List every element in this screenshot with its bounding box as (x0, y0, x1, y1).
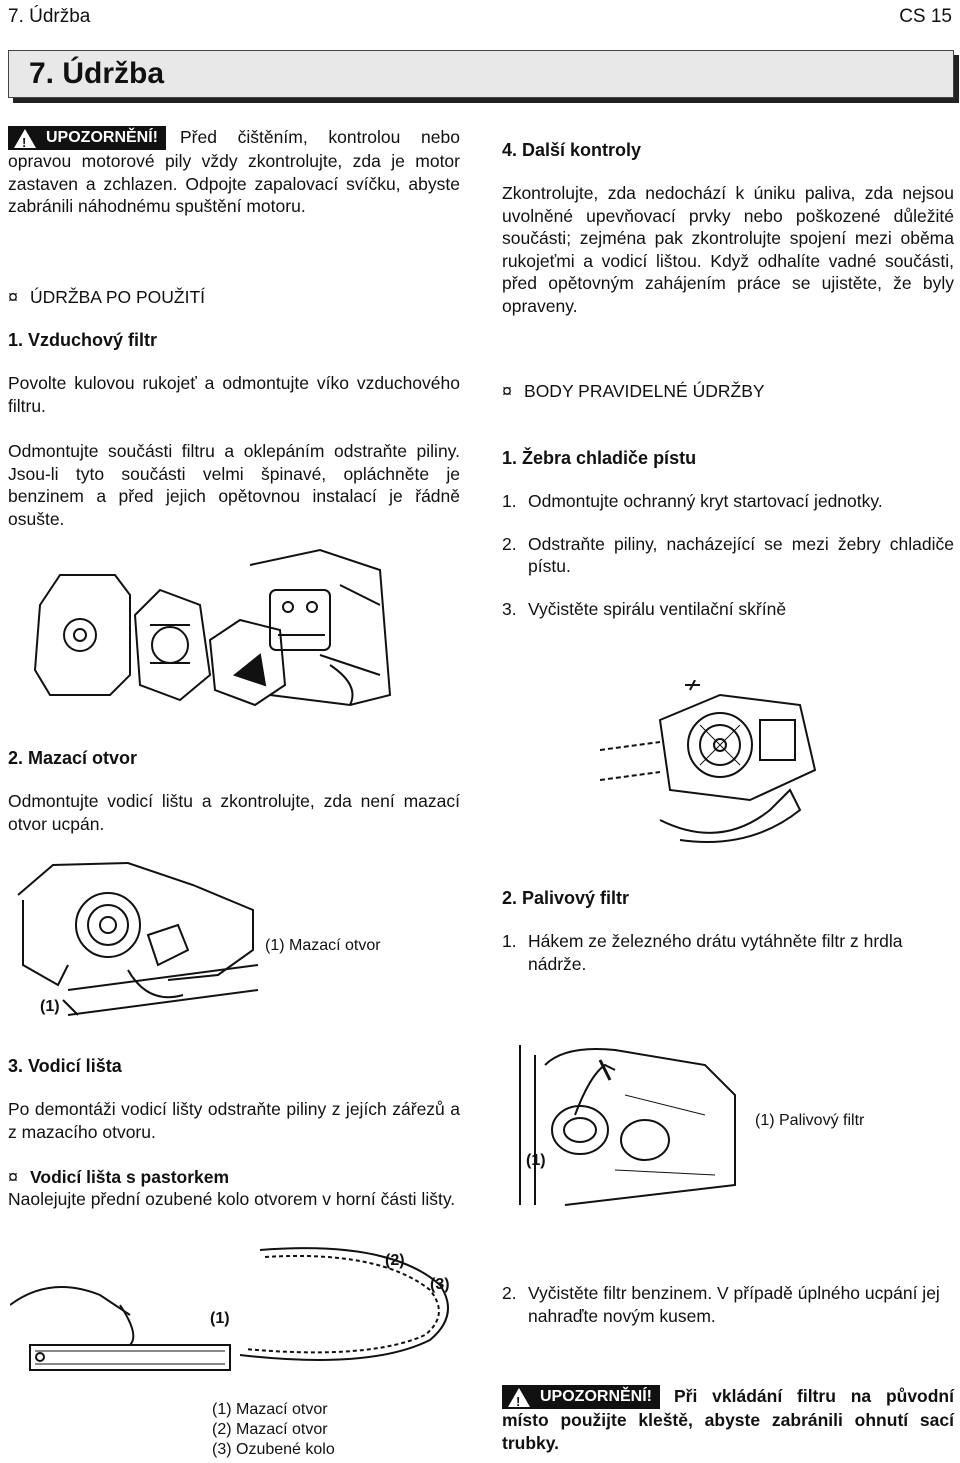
fuel-filter-step-1: 1.Hákem ze železného drátu vytáhněte fil… (502, 931, 903, 974)
running-header-right: CS 15 (899, 6, 952, 27)
fuel-filter-heading: 2. Palivový filtr (502, 888, 630, 908)
guide-bar-paragraph-2: Naolejujte přední ozubené kolo otvorem v… (8, 1189, 456, 1209)
warning-paragraph: !UPOZORNĚNÍ!Před čištěním, kontrolou neb… (8, 126, 460, 217)
right-warning: !UPOZORNĚNÍ!Při vkládání filtru na původ… (502, 1385, 954, 1454)
guide-bar-caption-3: (3) Ozubené kolo (212, 1441, 335, 1458)
fuel-filter-figure (519, 1045, 736, 1206)
other-checks-paragraph: Zkontrolujte, zda nedochází k úniku pali… (502, 183, 954, 316)
lubrication-callout-1: (1) (40, 998, 60, 1015)
lubrication-hole-figure (17, 861, 259, 1016)
periodic-maintenance-heading: ¤BODY PRAVIDELNÉ ÚDRŽBY (502, 381, 765, 401)
chapter-title: 7. Údržba (29, 57, 165, 90)
other-checks-heading: 4. Další kontroly (502, 140, 642, 160)
guide-bar-heading: 3. Vodicí lišta (8, 1056, 122, 1076)
air-filter-paragraph-2: Odmontujte součásti filtru a oklepáním o… (8, 441, 460, 529)
guide-bar-caption-1: (1) Mazací otvor (212, 1401, 328, 1418)
section-symbol-icon: ¤ (502, 381, 513, 401)
list-item: 1.Odmontujte ochranný kryt startovací je… (502, 491, 883, 511)
guide-bar-caption-2: (2) Mazací otvor (212, 1421, 328, 1438)
guide-bar-sprocket-heading: ¤Vodicí lišta s pastorkem (8, 1167, 230, 1187)
air-filter-figure (33, 548, 392, 707)
left-warning: !UPOZORNĚNÍ!Před čištěním, kontrolou neb… (8, 126, 460, 218)
warning-badge: !UPOZORNĚNÍ! (502, 1385, 660, 1410)
lubrication-hole-paragraph: Odmontujte vodicí lištu a zkontrolujte, … (8, 791, 460, 834)
guide-bar-callout-1: (1) (210, 1310, 230, 1327)
list-item: 2.Odstraňte piliny, nacházející se mezi … (502, 533, 954, 577)
fuel-filter-step-2: 2.Vyčistěte filtr benzinem. V případě úp… (502, 1283, 940, 1326)
air-filter-heading: 1. Vzduchový filtr (8, 330, 158, 350)
lubrication-hole-heading: 2. Mazací otvor (8, 748, 138, 768)
guide-bar-callout-2: (2) (385, 1252, 405, 1269)
section-symbol-icon: ¤ (8, 287, 19, 307)
guide-bar-callout-3: (3) (430, 1276, 450, 1293)
air-filter-paragraph-1: Povolte kulovou rukojeť a odmontujte vík… (8, 373, 460, 416)
warning-triangle-icon: ! (508, 1387, 530, 1409)
cooling-fins-figure (600, 680, 817, 843)
guide-bar-paragraph-1: Po demontáži vodicí lišty odstraňte pili… (8, 1099, 460, 1142)
cooling-fins-steps: 1.Odmontujte ochranný kryt startovací je… (502, 490, 954, 620)
guide-bar-captions: (1) Mazací otvor (2) Mazací otvor (3) Oz… (212, 1400, 335, 1460)
list-item: 3.Vyčistěte spirálu ventilační skříně (502, 598, 787, 619)
maintenance-after-use-heading: ¤ÚDRŽBA PO POUŽITÍ (8, 287, 206, 307)
guide-bar-figure (10, 1247, 449, 1371)
warning-triangle-icon: ! (14, 128, 36, 150)
section-symbol-icon: ¤ (8, 1167, 19, 1187)
cooling-fins-heading: 1. Žebra chladiče pístu (502, 448, 697, 468)
fuel-filter-figure-caption: (1) Palivový filtr (755, 1112, 865, 1129)
warning-paragraph: !UPOZORNĚNÍ!Při vkládání filtru na původ… (502, 1385, 954, 1453)
warning-badge: !UPOZORNĚNÍ! (8, 126, 166, 151)
running-header-left: 7. Údržba (8, 6, 91, 27)
lubrication-figure-caption: (1) Mazací otvor (265, 937, 381, 954)
fuel-filter-callout-1: (1) (526, 1152, 546, 1169)
chapter-title-box: 7. Údržba (8, 50, 954, 98)
